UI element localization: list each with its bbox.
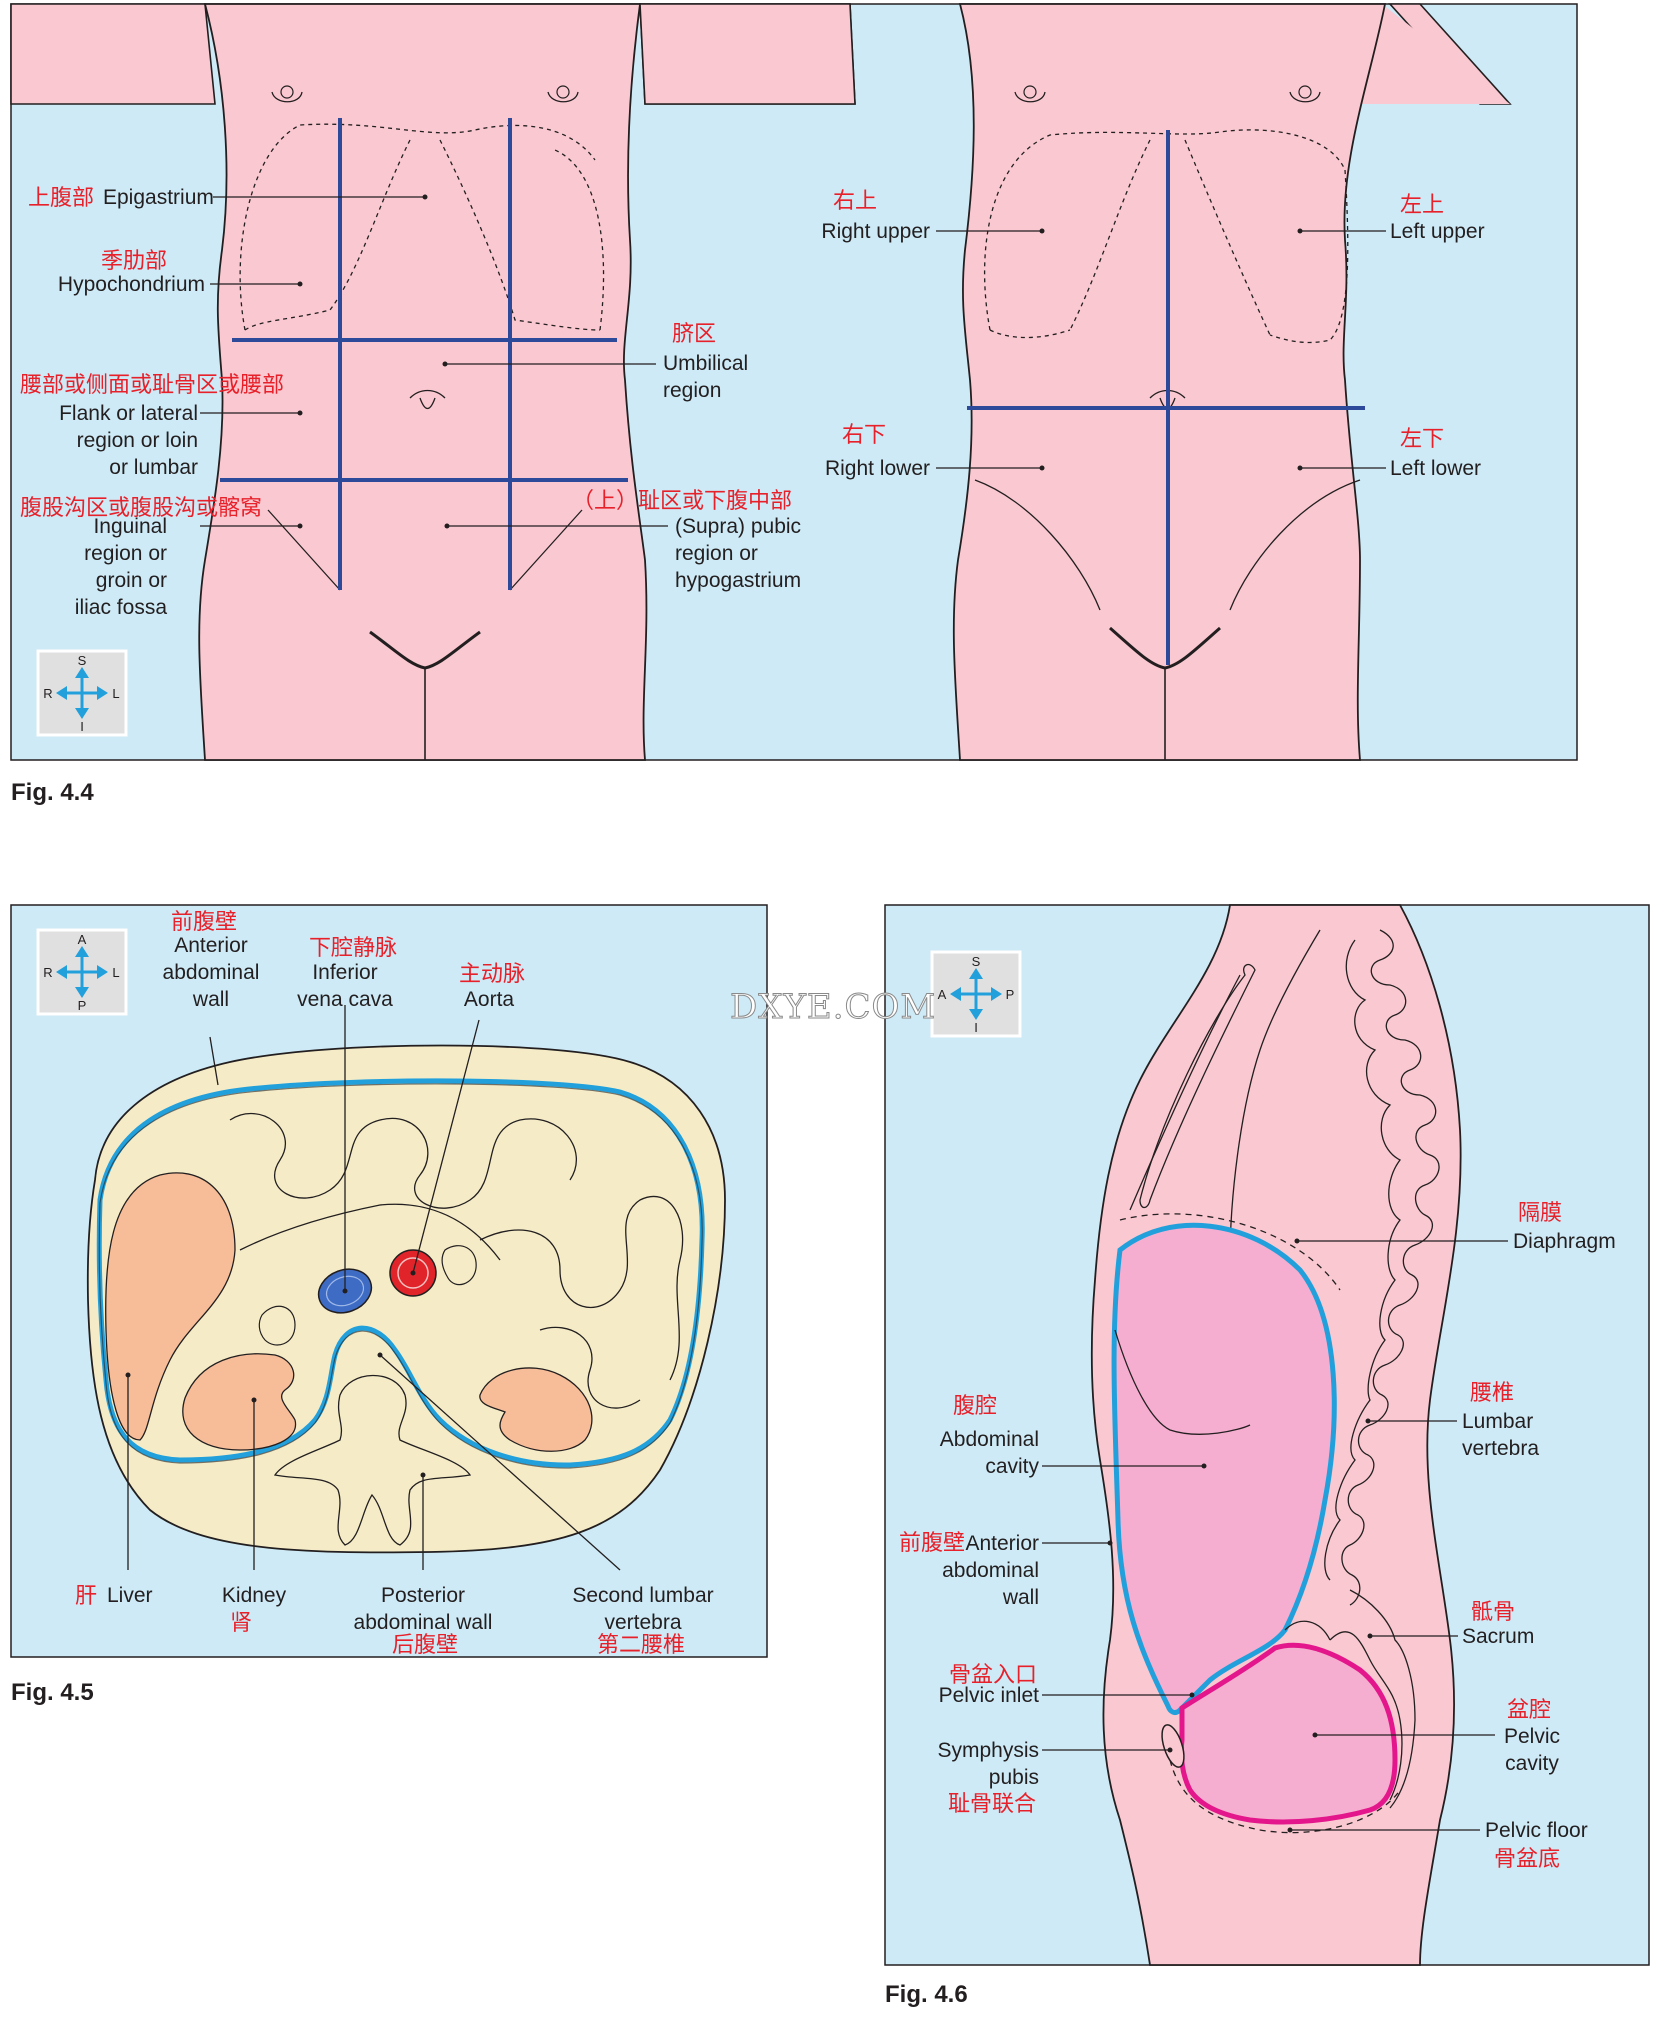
compass-right: R xyxy=(43,965,52,980)
label-left-upper-en: Left upper xyxy=(1390,220,1485,243)
label-umbilical-en-2: region xyxy=(663,379,721,402)
label-anterior-wall-zh: 前腹壁 xyxy=(171,910,237,935)
label-lumbar-vertebra-en-1: Lumbar xyxy=(1462,1410,1533,1433)
label-aorta-zh: 主动脉 xyxy=(459,962,525,987)
fig-4-4-panel: S I R L 上腹部 Epigastrium 季肋部 Hypochondriu… xyxy=(10,3,1578,761)
label-ivc-zh: 下腔静脉 xyxy=(309,936,397,961)
label-left-lower-zh: 左下 xyxy=(1400,427,1444,452)
label-pubic-en-2: region or xyxy=(675,542,758,565)
fig-4-5-panel: A P R L 前腹壁 Anterior abdominal wall 下腔静脉… xyxy=(10,904,768,1658)
label-diaphragm-zh: 隔膜 xyxy=(1518,1201,1562,1226)
label-epigastrium-zh: 上腹部 xyxy=(28,186,94,211)
label-symphysis-en-1: Symphysis xyxy=(937,1739,1039,1762)
label-flank-en-2: region or loin xyxy=(77,429,198,452)
label-inguinal-en-2: region or xyxy=(84,542,167,565)
label-vertebra-en-1: Second lumbar xyxy=(572,1584,713,1607)
compass-fig-4-5: A P R L xyxy=(36,928,128,1016)
fig-4-6-panel: S I A P 隔膜 Diaphragm 腹腔 Abdominal cavity… xyxy=(884,904,1650,1966)
compass-left: L xyxy=(112,686,119,701)
compass-superior: S xyxy=(78,653,87,668)
label-lumbar-vertebra-en-2: vertebra xyxy=(1462,1437,1539,1460)
label-vertebra-zh: 第二腰椎 xyxy=(597,1633,685,1658)
compass-inferior: I xyxy=(974,1020,978,1035)
label-ivc-en-1: Inferior xyxy=(312,961,377,984)
label-symphysis-zh: 耻骨联合 xyxy=(948,1792,1036,1817)
label-anterior-wall-en-1: Anterior xyxy=(174,934,248,957)
label-umbilical-en-1: Umbilical xyxy=(663,352,748,375)
label-symphysis-en-2: pubis xyxy=(989,1766,1039,1789)
compass-fig-4-4: S I R L xyxy=(36,649,128,737)
label-left-lower-en: Left lower xyxy=(1390,457,1481,480)
label-umbilical-zh: 脐区 xyxy=(672,322,716,347)
caption-fig-4-6: Fig. 4.6 xyxy=(885,1981,968,2008)
label-pelvic-floor-zh: 骨盆底 xyxy=(1494,1847,1560,1872)
label-flank-zh: 腰部或侧面或耻骨区或腰部 xyxy=(20,373,284,398)
label-aorta-en: Aorta xyxy=(464,988,515,1011)
label-pelvic-cavity-en-1: Pelvic xyxy=(1504,1725,1560,1748)
label-anterior-wall-en-3: wall xyxy=(192,988,229,1011)
label-hypochondrium-zh: 季肋部 xyxy=(101,249,167,274)
compass-anterior: A xyxy=(938,987,947,1002)
label-vertebra-en-2: vertebra xyxy=(604,1611,681,1634)
label-anterior-wall-zh: 前腹壁 xyxy=(899,1531,965,1556)
label-ivc-en-2: vena cava xyxy=(297,988,393,1011)
label-pelvic-cavity-zh: 盆腔 xyxy=(1507,1698,1551,1723)
label-right-upper-zh: 右上 xyxy=(833,189,877,214)
compass-fig-4-6: S I A P xyxy=(930,950,1022,1038)
label-kidney-en: Kidney xyxy=(222,1584,287,1607)
label-pubic-en-3: hypogastrium xyxy=(675,569,801,592)
label-anterior-wall-en-2: abdominal xyxy=(942,1559,1039,1582)
label-sacrum-zh: 骶骨 xyxy=(1471,1600,1515,1625)
label-pelvic-cavity-en-2: cavity xyxy=(1505,1752,1559,1775)
label-right-lower-zh: 右下 xyxy=(842,423,886,448)
torso-four-quadrants xyxy=(639,3,1512,761)
label-abdominal-cavity-en-2: cavity xyxy=(985,1455,1039,1478)
label-sacrum-en: Sacrum xyxy=(1462,1625,1534,1648)
label-posterior-wall-en-1: Posterior xyxy=(381,1584,465,1607)
label-liver-en: Liver xyxy=(107,1584,153,1607)
compass-left: L xyxy=(112,965,119,980)
watermark: DXYE.COM xyxy=(730,987,936,1027)
compass-superior: S xyxy=(972,954,981,969)
label-hypochondrium-en: Hypochondrium xyxy=(58,273,205,296)
label-pubic-en-1: (Supra) pubic xyxy=(675,515,801,538)
caption-fig-4-4: Fig. 4.4 xyxy=(11,779,94,806)
label-diaphragm-en: Diaphragm xyxy=(1513,1230,1616,1253)
label-flank-en-1: Flank or lateral xyxy=(59,402,198,425)
label-right-lower-en: Right lower xyxy=(825,457,930,480)
label-inguinal-en-4: iliac fossa xyxy=(75,596,168,619)
label-anterior-wall-en-3: wall xyxy=(1002,1586,1039,1609)
label-abdominal-cavity-en-1: Abdominal xyxy=(940,1428,1039,1451)
label-left-upper-zh: 左上 xyxy=(1400,193,1444,218)
label-kidney-zh: 肾 xyxy=(230,1611,252,1636)
label-inguinal-en-1: Inguinal xyxy=(93,515,167,538)
label-inguinal-zh: 腹股沟区或腹股沟或髂窝 xyxy=(20,496,262,521)
label-pelvic-inlet-zh: 骨盆入口 xyxy=(949,1663,1037,1688)
compass-inferior: I xyxy=(80,719,84,734)
label-lumbar-vertebra-zh: 腰椎 xyxy=(1470,1381,1514,1406)
label-pubic-zh: （上）耻区或下腹中部 xyxy=(572,489,792,514)
label-liver-zh: 肝 xyxy=(75,1584,97,1609)
label-abdominal-cavity-zh: 腹腔 xyxy=(953,1394,997,1419)
label-right-upper-en: Right upper xyxy=(821,220,930,243)
label-pelvic-inlet-en: Pelvic inlet xyxy=(939,1684,1040,1707)
label-posterior-wall-en-2: abdominal wall xyxy=(354,1611,493,1634)
caption-fig-4-5: Fig. 4.5 xyxy=(11,1679,94,1706)
label-anterior-wall-en-1: Anterior xyxy=(965,1532,1039,1555)
compass-anterior: A xyxy=(78,932,87,947)
label-flank-en-3: or lumbar xyxy=(109,456,198,479)
torso-nine-regions xyxy=(10,3,856,761)
label-inguinal-en-3: groin or xyxy=(96,569,167,592)
compass-right: R xyxy=(43,686,52,701)
label-posterior-wall-zh: 后腹壁 xyxy=(392,1633,458,1658)
compass-posterior: P xyxy=(1006,987,1015,1002)
label-pelvic-floor-en: Pelvic floor xyxy=(1485,1819,1588,1842)
label-epigastrium-en: Epigastrium xyxy=(103,186,214,209)
compass-posterior: P xyxy=(78,998,87,1013)
label-anterior-wall-en-2: abdominal xyxy=(163,961,260,984)
